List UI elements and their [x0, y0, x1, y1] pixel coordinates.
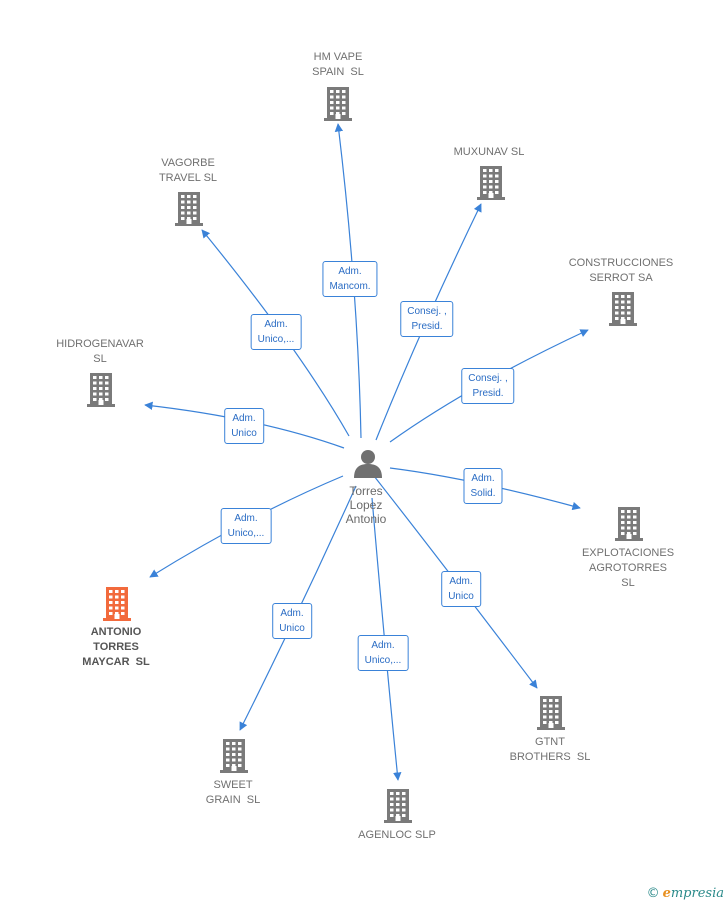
- edge-label-line: Presid.: [411, 321, 443, 332]
- building-icon: [537, 696, 565, 730]
- person-icon: [354, 450, 382, 478]
- edge-label-line: Unico: [279, 623, 305, 634]
- node-label-line: MAYCAR SL: [82, 656, 150, 668]
- node-label: HIDROGENAVAR SL: [25, 337, 175, 367]
- building-icon: [103, 587, 131, 621]
- node-label-line: BROTHERS SL: [509, 751, 591, 763]
- edge-label-line: Adm.: [280, 608, 304, 619]
- building-icon: [615, 507, 643, 541]
- node-label: CONSTRUCCIONES SERROT SA: [546, 256, 696, 286]
- node-label-line: EXPLOTACIONES: [581, 547, 675, 559]
- edge-label-line: Unico: [448, 591, 474, 602]
- edge-label-line: Adm.: [371, 640, 395, 651]
- node-label-line: ANTONIO: [90, 626, 142, 638]
- building-icon: [324, 87, 352, 121]
- node-label-line: GTNT: [535, 736, 565, 748]
- node-label-line: VAGORBE: [161, 157, 215, 169]
- edge-label-hidrogenavar[interactable]: Adm. Unico: [224, 408, 264, 444]
- center-person-name: Torres Lopez Antonio: [316, 484, 416, 526]
- node-label: AGENLOC SLP: [322, 828, 472, 843]
- building-icon: [609, 292, 637, 326]
- edge-label-muxunav[interactable]: Consej. , Presid.: [400, 301, 454, 337]
- edge-label-construcciones[interactable]: Consej. , Presid.: [461, 368, 515, 404]
- edge-label-sweet-grain[interactable]: Adm. Unico: [272, 603, 312, 639]
- node-label-line: SWEET: [213, 779, 253, 791]
- edge-label-line: Adm.: [449, 576, 473, 587]
- node-label: HM VAPE SPAIN SL: [263, 50, 413, 80]
- edge-label-line: Adm.: [338, 266, 362, 277]
- node-label-line: SL: [93, 353, 107, 365]
- node-label: VAGORBE TRAVEL SL: [113, 156, 263, 186]
- edge-label-hm-vape[interactable]: Adm. Mancom.: [322, 261, 378, 297]
- node-label-line: TORRES: [93, 641, 139, 653]
- node-label-line: TRAVEL SL: [158, 172, 218, 184]
- node-label-line: MUXUNAV SL: [453, 146, 525, 158]
- brand-logo: ©empresia: [647, 886, 724, 901]
- edge-label-line: Adm.: [234, 513, 258, 524]
- node-label: GTNT BROTHERS SL: [475, 735, 625, 765]
- edge-label-line: Consej. ,: [468, 373, 508, 384]
- edge-label-vagorbe[interactable]: Adm. Unico,...: [250, 314, 302, 350]
- node-label-line: CONSTRUCCIONES: [568, 257, 674, 269]
- edge-label-line: Unico,...: [364, 655, 402, 666]
- edge-label-line: Consej. ,: [407, 306, 447, 317]
- node-label-line: HIDROGENAVAR: [56, 338, 144, 350]
- edge-label-line: Adm.: [232, 413, 256, 424]
- edge-label-line: Unico,...: [257, 334, 295, 345]
- building-icon: [87, 373, 115, 407]
- edge-label-gtnt[interactable]: Adm. Unico: [441, 571, 481, 607]
- building-icon: [220, 739, 248, 773]
- edge-label-line: Unico: [231, 428, 257, 439]
- node-label-line: AGENLOC SLP: [358, 829, 436, 841]
- node-label-line: SERROT SA: [589, 272, 653, 284]
- building-icon: [175, 192, 203, 226]
- center-name-line-2: Lopez: [349, 498, 383, 512]
- brand-name: mpresia: [670, 886, 724, 901]
- node-label: MUXUNAV SL: [414, 145, 564, 160]
- node-label: EXPLOTACIONES AGROTORRES SL: [553, 546, 703, 591]
- building-icon: [477, 166, 505, 200]
- edge-label-line: Mancom.: [329, 281, 371, 292]
- edge-label-line: Adm.: [471, 473, 495, 484]
- edge-label-explotaciones[interactable]: Adm. Solid.: [463, 468, 503, 504]
- center-name-line-3: Antonio: [345, 512, 387, 526]
- edge-label-line: Adm.: [264, 319, 288, 330]
- node-label-line: SPAIN SL: [312, 66, 364, 78]
- brand-initial: e: [662, 886, 671, 901]
- edge-label-agenloc[interactable]: Adm. Unico,...: [357, 635, 409, 671]
- node-label-line: AGROTORRES: [588, 562, 668, 574]
- edge-label-line: Presid.: [472, 388, 504, 399]
- edge-label-antonio-torres[interactable]: Adm. Unico,...: [220, 508, 272, 544]
- building-icon: [384, 789, 412, 823]
- edge-label-line: Solid.: [470, 488, 496, 499]
- node-label-line: HM VAPE: [313, 51, 363, 63]
- node-label-line: GRAIN SL: [205, 794, 261, 806]
- node-label-line: SL: [621, 577, 635, 589]
- copyright-symbol: ©: [646, 886, 660, 901]
- center-name-line-1: Torres: [349, 484, 383, 498]
- edge-label-line: Unico,...: [227, 528, 265, 539]
- node-label: SWEET GRAIN SL: [158, 778, 308, 808]
- node-label: ANTONIO TORRES MAYCAR SL: [41, 625, 191, 670]
